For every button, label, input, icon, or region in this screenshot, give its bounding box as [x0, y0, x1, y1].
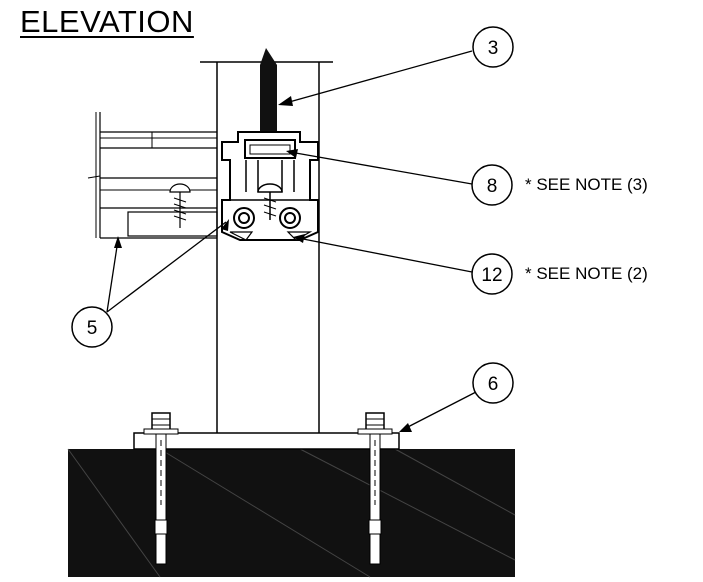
callout-5: 5 [71, 306, 113, 348]
drawing-title: ELEVATION [20, 4, 194, 39]
callout-3-label: 3 [488, 38, 499, 59]
note-callout-8: * SEE NOTE (3) [525, 175, 648, 194]
callout-8: 8 [471, 164, 513, 206]
base-plate [133, 432, 400, 450]
leader-lines [106, 50, 477, 431]
wall-screw [169, 183, 191, 228]
anchor-bolt-left [143, 412, 179, 565]
anchor-bolt-right [357, 412, 393, 565]
note-callout-12: * SEE NOTE (2) [525, 264, 648, 283]
callout-12: 12 [471, 253, 513, 295]
callout-3: 3 [472, 26, 514, 68]
callout-12-label: 12 [481, 265, 502, 286]
leader-arrowheads [114, 96, 412, 432]
wall-framing [87, 112, 218, 239]
callout-6: 6 [472, 362, 514, 404]
shoe-extrusion [221, 131, 319, 241]
callout-5-label: 5 [87, 318, 98, 339]
callout-8-label: 8 [487, 176, 498, 197]
concrete-slab [67, 448, 516, 578]
callout-6-label: 6 [488, 374, 499, 395]
